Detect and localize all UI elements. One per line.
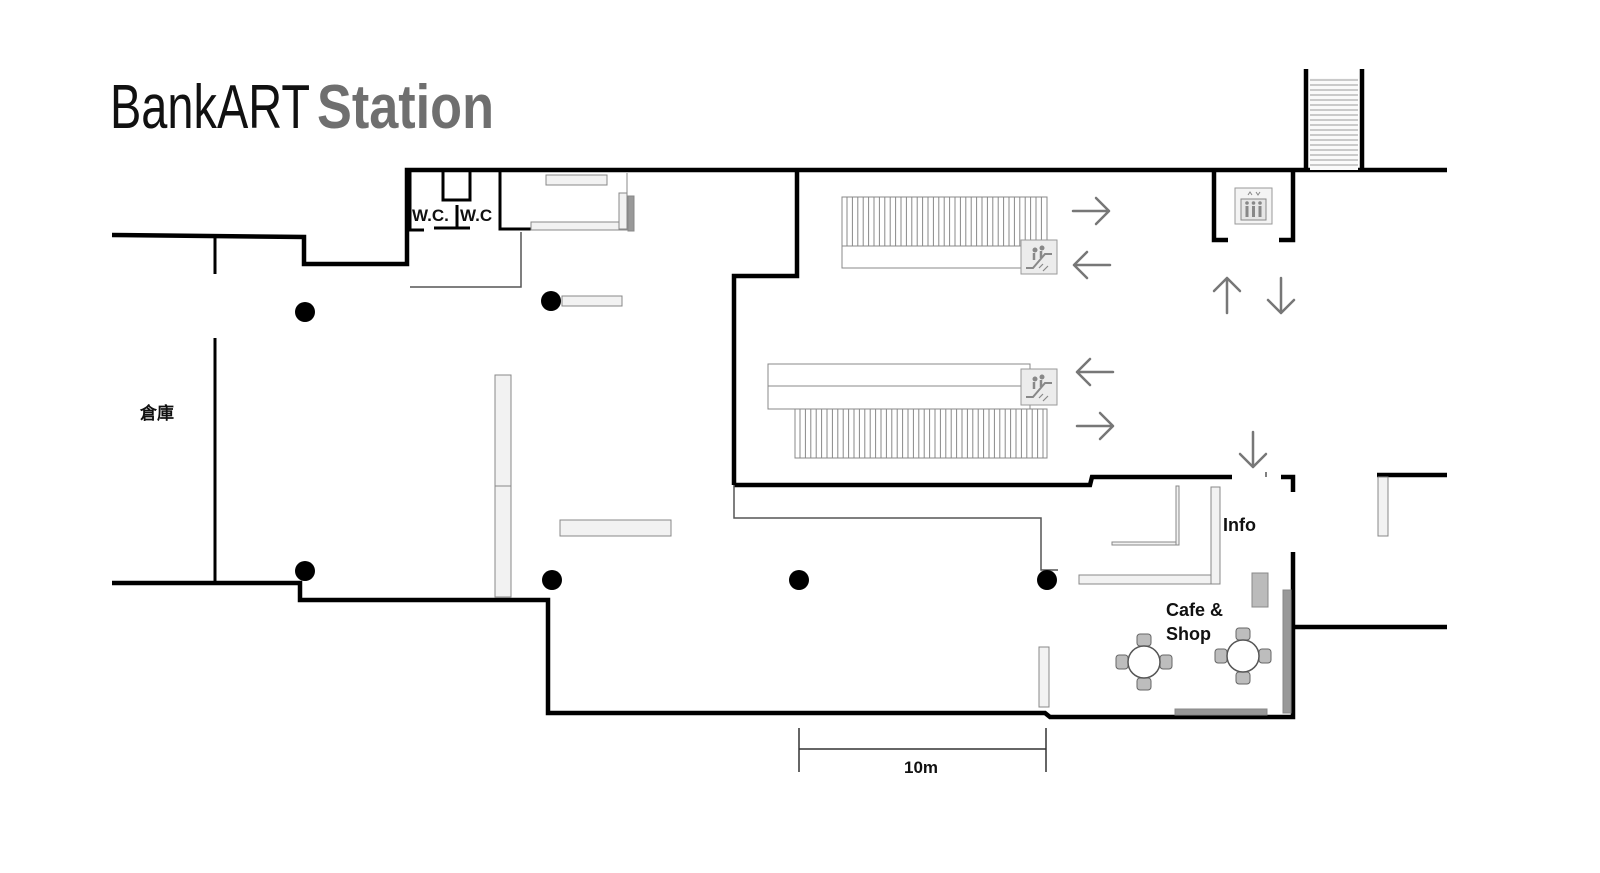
cafe-label-line1: Cafe & (1166, 600, 1223, 620)
escalator-icon (1020, 368, 1058, 406)
scale-bar (798, 728, 1047, 772)
scale-label: 10m (904, 758, 938, 777)
escalator-icon (1020, 239, 1058, 275)
arrow-down-icon (1238, 430, 1268, 469)
cafe-table-icon (1115, 633, 1173, 691)
cafe-table-icon (1214, 627, 1272, 685)
elevator-icon (1234, 187, 1273, 225)
column-icon (541, 291, 561, 311)
display-panels (494, 173, 1389, 716)
escalator-upper (841, 196, 1048, 269)
column-icon (542, 570, 562, 590)
title-name: Station (317, 73, 494, 142)
map-title: BankART Station (110, 73, 494, 142)
info-label: Info (1223, 515, 1256, 535)
arrow-down-icon (1266, 276, 1296, 315)
arrow-left-icon (1075, 357, 1115, 387)
arrow-up-icon (1212, 276, 1242, 315)
title-brand: BankART (110, 73, 310, 142)
column-icon (1037, 570, 1057, 590)
toilet-label-left: W.C. (412, 206, 449, 225)
column-icon (789, 570, 809, 590)
storage-label: 倉庫 (139, 403, 174, 423)
arrow-right-icon (1071, 196, 1111, 226)
thin-partitions (410, 232, 1267, 571)
arrow-right-icon (1075, 411, 1115, 441)
cafe-label-line2: Shop (1166, 624, 1211, 644)
escalator-lower (767, 363, 1048, 459)
staircase (1310, 78, 1358, 170)
toilet-label-right: W.C (460, 206, 492, 225)
column-icon (295, 561, 315, 581)
walls (111, 69, 1447, 720)
column-icon (295, 302, 315, 322)
arrow-left-icon (1072, 250, 1112, 280)
